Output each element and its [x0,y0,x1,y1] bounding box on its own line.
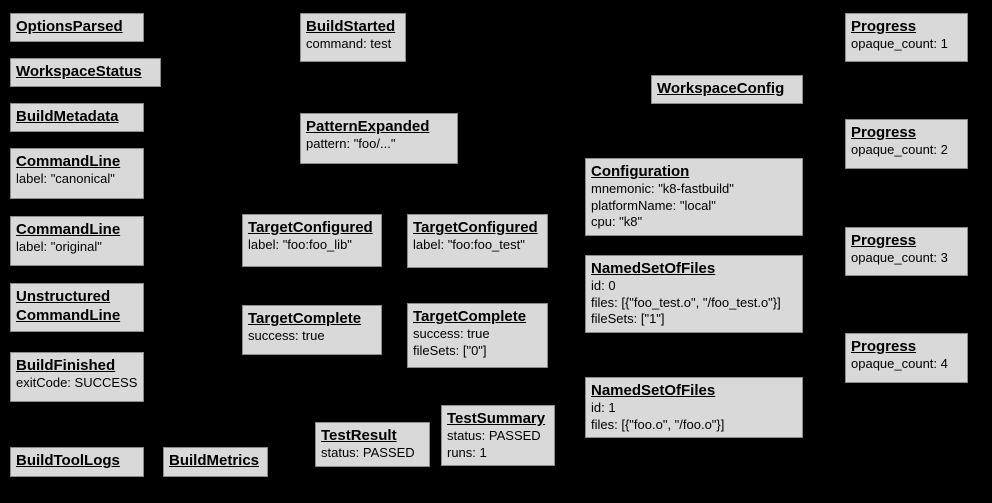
node-attribute: cpu: "k8" [591,214,643,230]
node-named-set-of-files-1: NamedSetOfFiles id: 1 files: [{"foo.o", … [585,377,803,439]
node-title: BuildFinished [16,357,116,374]
node-build-metadata: BuildMetadata [10,103,144,132]
node-title: TargetComplete [248,310,362,327]
node-progress-2: Progress opaque_count: 2 [845,119,968,169]
node-target-complete-foo-test: TargetComplete success: true fileSets: [… [407,303,548,368]
node-options-parsed: OptionsParsed [10,13,144,42]
node-title: TargetConfigured [413,219,538,236]
node-attribute: opaque_count: 2 [851,142,948,158]
node-title: CommandLine [16,221,121,238]
node-title: Configuration [591,163,690,180]
node-attribute: platformName: "local" [591,197,716,213]
node-title: CommandLine [16,153,121,170]
node-title: NamedSetOfFiles [591,382,716,399]
node-title: WorkspaceConfig [657,80,785,97]
node-title: Unstructured CommandLine [16,288,121,325]
node-attribute: id: 0 [591,278,616,294]
node-attribute: fileSets: ["0"] [413,342,487,358]
node-attribute: label: "canonical" [16,171,115,187]
node-title: TestResult [321,427,397,444]
node-title: Progress [851,338,917,355]
node-build-tool-logs: BuildToolLogs [10,447,144,477]
node-workspace-config: WorkspaceConfig [651,75,803,104]
node-workspace-status: WorkspaceStatus [10,58,161,87]
node-attribute: runs: 1 [447,444,487,460]
node-title: BuildMetadata [16,108,119,125]
node-attribute: command: test [306,36,392,52]
node-attribute: success: true [248,328,325,344]
node-build-finished: BuildFinished exitCode: SUCCESS [10,352,144,402]
node-progress-3: Progress opaque_count: 3 [845,227,968,276]
node-title: BuildMetrics [169,452,260,469]
node-attribute: files: [{"foo.o", "/foo.o"}] [591,416,725,432]
node-attribute: opaque_count: 3 [851,250,948,266]
node-title: NamedSetOfFiles [591,260,716,277]
node-attribute: label: "original" [16,239,102,255]
node-title: BuildStarted [306,18,396,35]
node-attribute: exitCode: SUCCESS [16,375,138,391]
node-named-set-of-files-0: NamedSetOfFiles id: 0 files: [{"foo_test… [585,255,803,333]
node-progress-1: Progress opaque_count: 1 [845,13,968,62]
node-attribute: opaque_count: 4 [851,356,948,372]
node-attribute: status: PASSED [321,445,415,461]
node-attribute: label: "foo:foo_lib" [248,237,352,253]
node-target-configured-foo-test: TargetConfigured label: "foo:foo_test" [407,214,548,268]
node-configuration: Configuration mnemonic: "k8-fastbuild" p… [585,158,803,236]
node-attribute: fileSets: ["1"] [591,311,665,327]
node-build-started: BuildStarted command: test [300,13,406,62]
node-title: Progress [851,18,917,35]
node-test-result: TestResult status: PASSED [315,422,430,467]
node-target-configured-foo-lib: TargetConfigured label: "foo:foo_lib" [242,214,382,267]
node-attribute: id: 1 [591,400,616,416]
node-pattern-expanded: PatternExpanded pattern: "foo/..." [300,113,458,164]
node-attribute: status: PASSED [447,428,541,444]
node-command-line-canonical: CommandLine label: "canonical" [10,148,144,199]
node-command-line-original: CommandLine label: "original" [10,216,144,266]
node-attribute: mnemonic: "k8-fastbuild" [591,181,734,197]
node-title: Progress [851,124,917,141]
node-title: TargetComplete [413,308,527,325]
node-build-metrics: BuildMetrics [163,447,268,477]
node-title: OptionsParsed [16,18,123,35]
node-title: TestSummary [447,410,546,427]
node-title: BuildToolLogs [16,452,120,469]
node-unstructured-command-line: Unstructured CommandLine [10,283,144,332]
node-test-summary: TestSummary status: PASSED runs: 1 [441,405,555,467]
node-attribute: files: [{"foo_test.o", "/foo_test.o"}] [591,294,781,310]
node-attribute: opaque_count: 1 [851,36,948,52]
node-title: TargetConfigured [248,219,373,236]
node-title: PatternExpanded [306,118,430,135]
node-attribute: success: true [413,326,490,342]
node-title: WorkspaceStatus [16,63,142,80]
node-progress-4: Progress opaque_count: 4 [845,333,968,383]
node-attribute: label: "foo:foo_test" [413,237,525,253]
node-title: Progress [851,232,917,249]
node-attribute: pattern: "foo/..." [306,136,396,152]
node-target-complete-foo-lib: TargetComplete success: true [242,305,382,355]
